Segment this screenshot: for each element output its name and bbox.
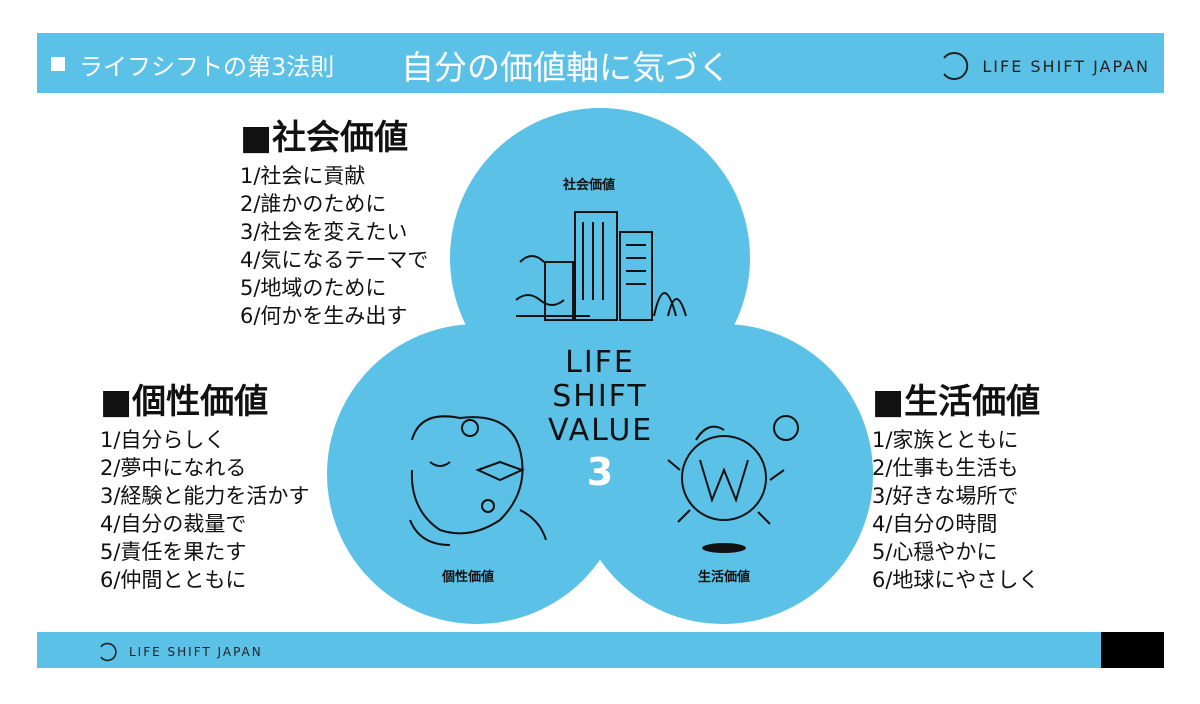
list-individual: 1/自分らしく 2/夢中になれる 3/経験と能力を活かす 4/自分の裁量で 5/… — [100, 426, 309, 594]
header-logo: LIFE SHIFT JAPAN — [938, 49, 1150, 83]
section-individual: ■個性価値 1/自分らしく 2/夢中になれる 3/経験と能力を活かす 4/自分の… — [100, 382, 309, 594]
bullet-square — [51, 57, 65, 71]
section-title-life: ■生活価値 — [872, 382, 1041, 422]
center-line: VALUE — [548, 413, 654, 448]
list-item: 3/好きな場所で — [872, 484, 1019, 508]
logo-ring-icon — [100, 642, 117, 662]
circle-individual — [327, 324, 627, 624]
list-item: 6/何かを生み出す — [240, 304, 408, 328]
logo-ring-icon — [943, 52, 969, 80]
header-bar: ライフシフトの第3法則 自分の価値軸に気づく LIFE SHIFT JAPAN — [37, 33, 1164, 93]
list-item: 3/経験と能力を活かす — [100, 484, 310, 508]
list-item: 2/夢中になれる — [100, 456, 247, 480]
list-item: 2/仕事も生活も — [872, 456, 1019, 480]
circle-label-individual: 個性価値 — [442, 570, 495, 585]
center-line: SHIFT — [552, 379, 648, 414]
list-item: 3/社会を変えたい — [240, 220, 408, 244]
list-item: 2/誰かのために — [240, 192, 387, 216]
list-social: 1/社会に貢献 2/誰かのために 3/社会を変えたい 4/気になるテーマで 5/… — [240, 162, 428, 330]
header-subtitle: ライフシフトの第3法則 — [79, 53, 335, 81]
center-line: LIFE — [565, 345, 635, 380]
face-books-icon — [409, 415, 547, 546]
list-item: 6/地球にやさしく — [872, 568, 1040, 592]
list-item: 5/心穏やかに — [872, 540, 998, 564]
footer-logo: LIFE SHIFT JAPAN — [97, 641, 263, 663]
center-title: LIFE SHIFT VALUE — [548, 346, 652, 448]
list-item: 4/自分の裁量で — [100, 512, 247, 536]
globe-life-icon — [667, 415, 799, 525]
list-item: 5/地域のために — [240, 276, 387, 300]
center-number: 3 — [586, 450, 614, 494]
section-title-individual: ■個性価値 — [100, 382, 269, 422]
list-item: 1/社会に貢献 — [240, 164, 366, 188]
city-buildings-icon — [515, 211, 687, 321]
section-social: ■社会価値 1/社会に貢献 2/誰かのために 3/社会を変えたい 4/気になるテ… — [240, 118, 428, 330]
circle-label-social: 社会価値 — [563, 178, 616, 193]
list-item: 1/自分らしく — [100, 428, 226, 452]
header-logo-text: LIFE SHIFT JAPAN — [982, 56, 1150, 76]
section-title-social: ■社会価値 — [240, 118, 409, 158]
circle-label-life: 生活価値 — [698, 570, 751, 585]
footer-black-block — [1101, 632, 1164, 668]
footer-bar: LIFE SHIFT JAPAN — [37, 632, 1164, 668]
list-life: 1/家族とともに 2/仕事も生活も 3/好きな場所で 4/自分の時間 5/心穏や… — [872, 426, 1040, 594]
list-item: 5/責任を果たす — [100, 540, 247, 564]
globe-shadow — [702, 543, 746, 553]
header-title: 自分の価値軸に気づく — [401, 48, 731, 87]
footer-logo-text: LIFE SHIFT JAPAN — [129, 645, 263, 659]
list-item: 1/家族とともに — [872, 428, 1019, 452]
list-item: 6/仲間とともに — [100, 568, 247, 592]
list-item: 4/自分の時間 — [872, 512, 998, 536]
list-item: 4/気になるテーマで — [240, 248, 429, 272]
section-life: ■生活価値 1/家族とともに 2/仕事も生活も 3/好きな場所で 4/自分の時間… — [872, 382, 1040, 594]
